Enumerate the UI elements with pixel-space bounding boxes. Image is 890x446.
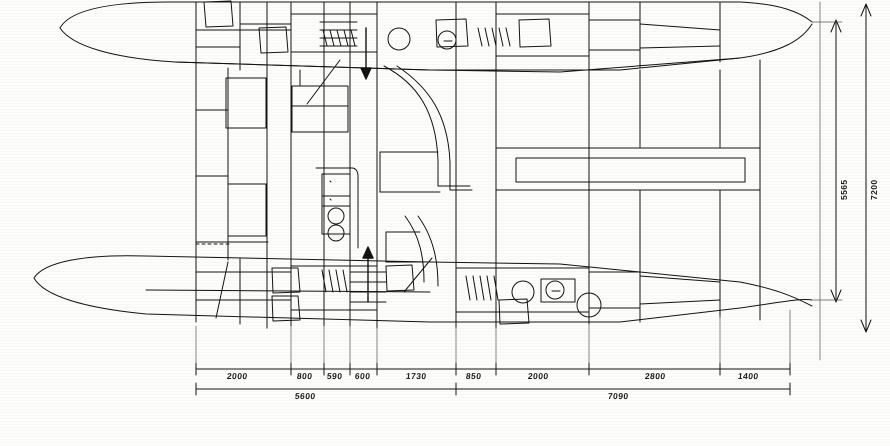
galley-unit [315,167,359,249]
dimension-label-1400: 1400 [737,371,760,381]
dimension-label-2800: 2800 [644,371,667,381]
lower-round-fittings [511,278,602,318]
upper-deck-lines [195,13,721,57]
dimension-label-2000-b: 2000 [527,371,550,381]
upper-hull-outline [59,1,813,73]
dimension-label-800: 800 [296,371,313,381]
dimension-chain-overall [195,382,791,396]
upper-hatch-hatchures-left [322,29,356,47]
upper-cabin-furniture [203,0,552,54]
companionway-up-arrow [362,246,374,303]
extension-lines [195,309,791,364]
lower-diagonal-lead-2 [215,261,229,319]
lower-hull-outline [33,255,813,329]
lower-deck-lines [195,265,721,313]
bridgedeck-outline [195,1,590,329]
saloon-furniture [195,69,349,243]
lower-hatchures-right [465,275,499,301]
lower-cabin-furniture [271,264,530,325]
dimension-label-850: 850 [465,371,482,381]
lower-diagonal-lead [403,257,433,293]
upper-round-fittings [387,27,457,51]
dimension-vertical-7200 [860,3,872,333]
lower-stairs [349,271,387,303]
dimension-label-5600: 5600 [294,391,317,401]
nav-station [495,59,761,321]
saloon-curved-bulkheads [379,65,473,287]
upper-hatch-hatchures-right [477,27,511,47]
companionway-down-arrow [360,27,372,80]
dimension-chain-upper [195,362,791,376]
dimension-label-7200: 7200 [869,179,879,200]
dimension-label-590: 590 [326,371,343,381]
dimension-label-7090: 7090 [607,391,630,401]
dimension-label-5565: 5565 [839,179,849,200]
dimension-label-2000-a: 2000 [226,371,249,381]
lower-hatchures-left [321,269,348,293]
dimension-vertical-5565 [811,19,843,303]
dimension-label-1730: 1730 [405,371,428,381]
dimension-label-600: 600 [354,371,371,381]
